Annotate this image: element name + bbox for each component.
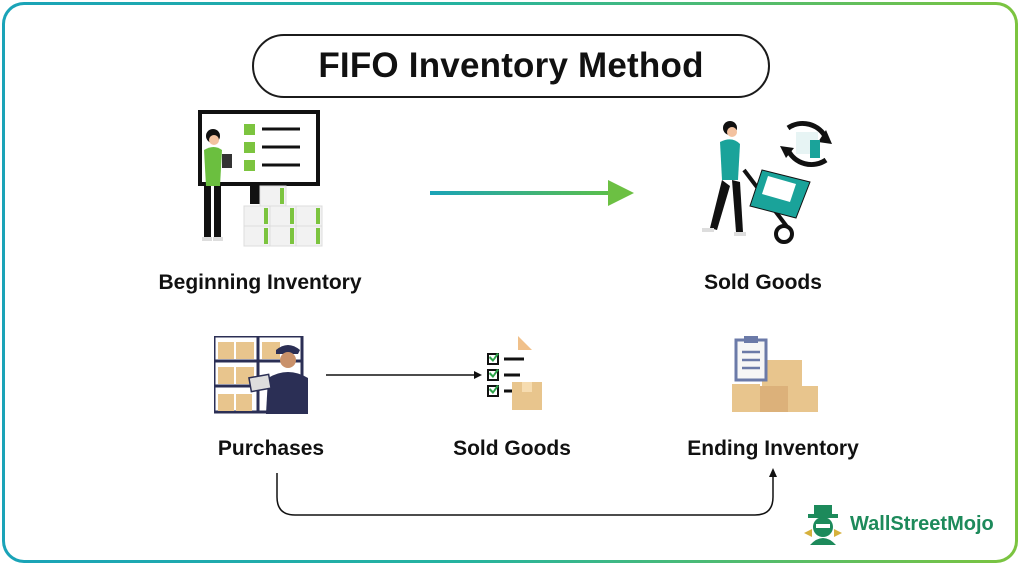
person-hand-truck-icon (692, 110, 840, 248)
flow-arrow-top (430, 180, 634, 206)
flow-connector-bottom (276, 468, 777, 516)
logo-text-street: Street (890, 512, 948, 535)
diagram-title: FIFO Inventory Method (252, 34, 770, 98)
sold-goods-top-label: Sold Goods (704, 271, 822, 294)
clipboard-boxes-icon (730, 336, 820, 416)
beginning-inventory-label: Beginning Inventory (158, 271, 362, 294)
ending-inventory-label: Ending Inventory (687, 437, 859, 460)
person-checklist-boxes-icon (188, 110, 338, 250)
purchases-label: Purchases (217, 437, 325, 460)
flow-arrow-middle (326, 371, 482, 379)
logo-text-mojo: Mojo (947, 512, 994, 535)
sold-goods-bottom-label: Sold Goods (453, 437, 571, 460)
logo-text-wall: Wall (850, 512, 891, 535)
wallstreetmojo-logo: WallStreetMojo (802, 502, 1002, 546)
worker-warehouse-shelves-icon (214, 336, 310, 414)
mojo-mascot-icon (804, 505, 842, 545)
checklist-box-icon (484, 336, 550, 416)
